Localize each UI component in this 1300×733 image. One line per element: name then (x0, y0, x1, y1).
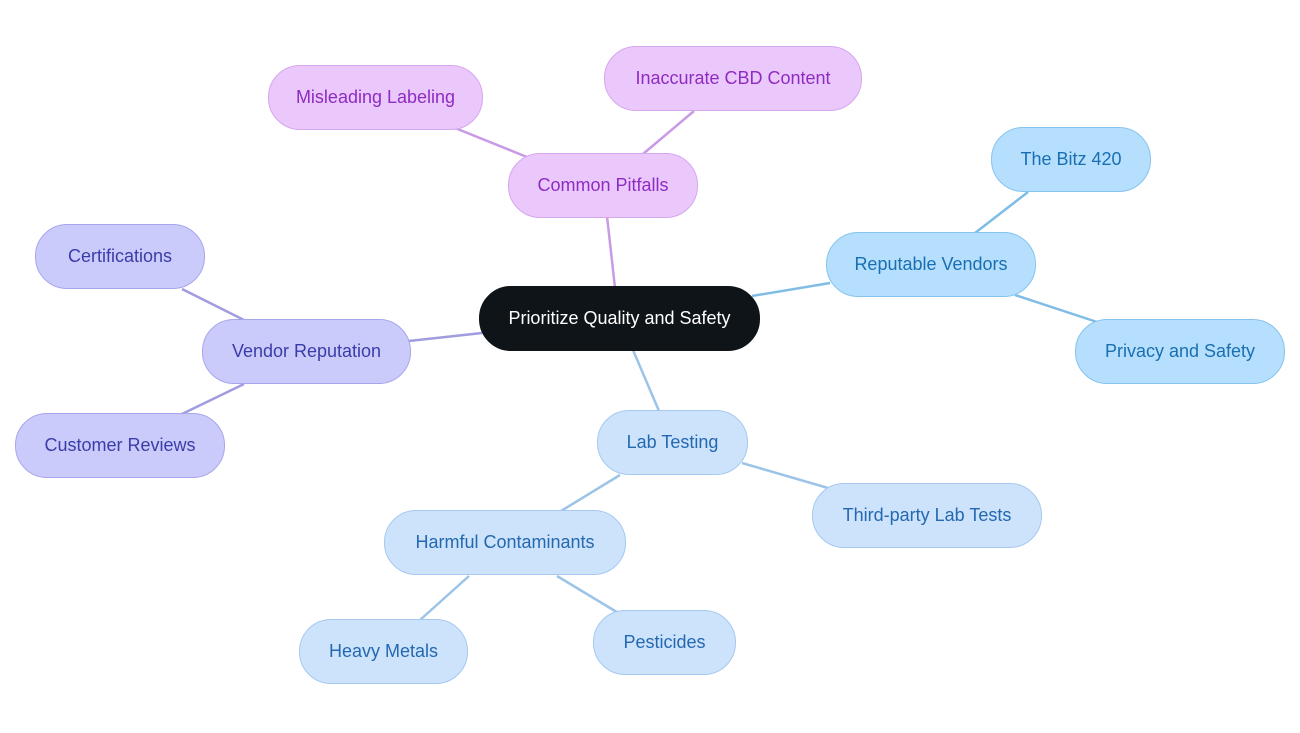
link-contaminants-pesticides (556, 574, 621, 616)
node-third-party-lab-tests[interactable]: Third-party Lab Tests (812, 483, 1042, 548)
link-contaminants-metals (419, 575, 470, 621)
node-harmful-contaminants[interactable]: Harmful Contaminants (384, 510, 626, 575)
node-lab-testing[interactable]: Lab Testing (597, 410, 748, 475)
node-misleading-labeling-label: Misleading Labeling (295, 87, 456, 107)
node-the-bitz-420[interactable]: The Bitz 420 (991, 127, 1151, 192)
link-root-reputable-vendors (751, 281, 831, 298)
node-certifications[interactable]: Certifications (35, 224, 205, 289)
node-reputable-vendors-label: Reputable Vendors (854, 254, 1008, 274)
node-heavy-metals-label: Heavy Metals (328, 641, 439, 661)
node-customer-reviews[interactable]: Customer Reviews (15, 413, 225, 478)
node-certifications-label: Certifications (67, 246, 173, 266)
node-the-bitz-420-label: The Bitz 420 (1020, 149, 1122, 169)
node-vendor-reputation-label: Vendor Reputation (231, 341, 382, 361)
link-pitfalls-inaccurate (642, 110, 695, 155)
node-pesticides[interactable]: Pesticides (593, 610, 736, 675)
root-node[interactable]: Prioritize Quality and Safety (479, 286, 760, 351)
node-common-pitfalls-label: Common Pitfalls (537, 175, 669, 195)
link-vendors-privacy (1014, 293, 1098, 324)
node-reputable-vendors[interactable]: Reputable Vendors (826, 232, 1036, 297)
node-vendor-reputation[interactable]: Vendor Reputation (202, 319, 411, 384)
node-misleading-labeling[interactable]: Misleading Labeling (268, 65, 483, 130)
node-privacy-and-safety[interactable]: Privacy and Safety (1075, 319, 1285, 384)
node-inaccurate-cbd-content[interactable]: Inaccurate CBD Content (604, 46, 862, 111)
node-inaccurate-cbd-content-label: Inaccurate CBD Content (635, 68, 831, 88)
root-node-label: Prioritize Quality and Safety (508, 308, 731, 328)
node-third-party-lab-tests-label: Third-party Lab Tests (842, 505, 1012, 525)
node-common-pitfalls[interactable]: Common Pitfalls (508, 153, 698, 218)
link-root-vendor-reputation (408, 331, 483, 343)
node-customer-reviews-label: Customer Reviews (44, 435, 196, 455)
link-pitfalls-misleading (454, 126, 528, 159)
link-lab-third-party (741, 461, 829, 490)
node-harmful-contaminants-label: Harmful Contaminants (415, 532, 595, 552)
link-reputation-reviews (181, 382, 245, 416)
link-lab-contaminants (560, 473, 621, 513)
node-lab-testing-label: Lab Testing (626, 432, 719, 452)
node-privacy-and-safety-label: Privacy and Safety (1104, 341, 1256, 361)
link-reputation-certifications (181, 287, 245, 322)
node-pesticides-label: Pesticides (623, 632, 706, 652)
node-heavy-metals[interactable]: Heavy Metals (299, 619, 468, 684)
link-vendors-bitz (974, 191, 1029, 234)
link-root-lab-testing (631, 349, 661, 412)
link-root-common-pitfalls (605, 215, 617, 289)
